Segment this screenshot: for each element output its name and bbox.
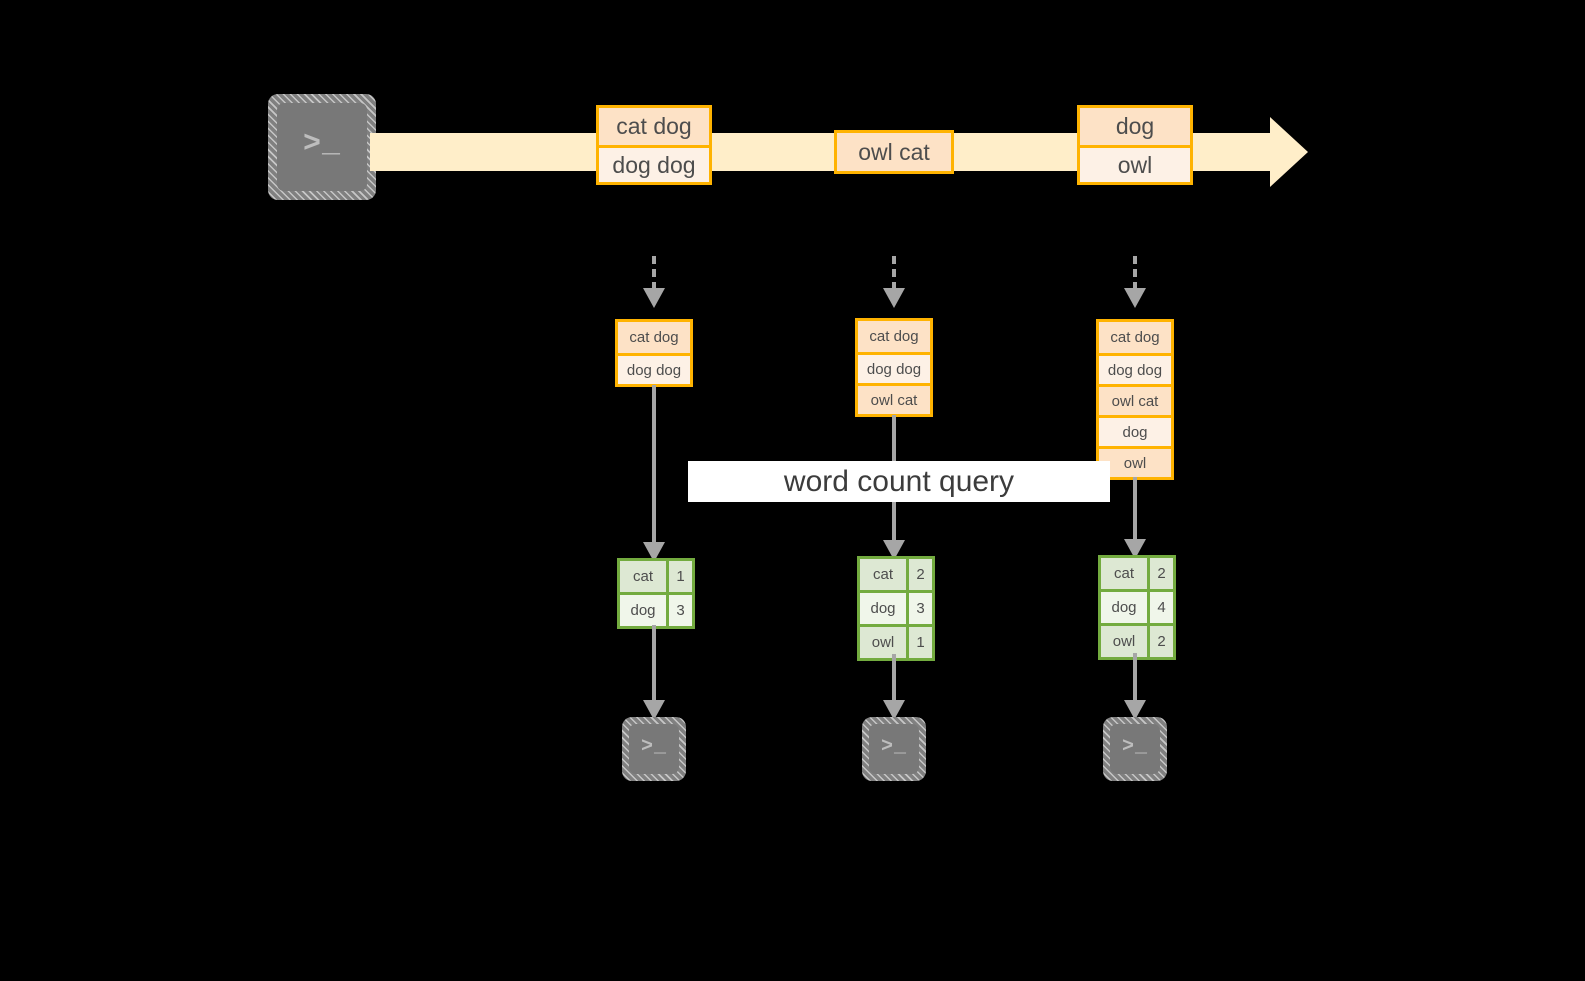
snapshot-2-dashed-connector xyxy=(892,256,896,290)
snapshot-1-input-row: dog dog xyxy=(618,353,690,384)
result-count: 2 xyxy=(1147,626,1173,657)
snapshot-2-sink-terminal-icon[interactable]: >_ xyxy=(862,717,926,781)
snapshot-3-input-row: cat dog xyxy=(1099,322,1171,353)
snapshot-1-dashed-connector xyxy=(652,256,656,290)
query-banner-label: word count query xyxy=(783,464,1015,498)
snapshot-2-input-row: dog dog xyxy=(858,352,930,383)
snapshot-2-result-table[interactable]: cat 2 dog 3 owl 1 xyxy=(857,556,935,661)
stream-batch-1[interactable]: cat dog dog dog xyxy=(596,105,712,185)
snapshot-3-dashed-connector xyxy=(1133,256,1137,290)
terminal-screen xyxy=(1110,724,1160,774)
source-terminal-icon[interactable]: >_ xyxy=(268,94,376,200)
stream-batch-2[interactable]: owl cat xyxy=(834,130,954,174)
result-word: cat xyxy=(860,559,906,590)
snapshot-3-input-row: dog dog xyxy=(1099,353,1171,384)
snapshot-3-result-table[interactable]: cat 2 dog 4 owl 2 xyxy=(1098,555,1176,660)
result-count: 4 xyxy=(1147,592,1173,623)
snapshot-2-input-row: owl cat xyxy=(858,383,930,414)
snapshot-1-query-arrowhead xyxy=(643,542,665,562)
result-count: 3 xyxy=(906,593,932,624)
snapshot-3-input-table[interactable]: cat dog dog dog owl cat dog owl xyxy=(1096,319,1174,480)
snapshot-2-query-arrowhead xyxy=(883,540,905,560)
terminal-screen xyxy=(869,724,919,774)
result-count: 2 xyxy=(906,559,932,590)
stream-batch-1-row: cat dog xyxy=(599,108,709,145)
snapshot-1-dashed-arrowhead xyxy=(643,288,665,308)
table-row: cat 2 xyxy=(860,559,932,590)
snapshot-2-sink-arrowhead xyxy=(883,700,905,720)
result-count: 3 xyxy=(666,595,692,626)
snapshot-1-sink-terminal-icon[interactable]: >_ xyxy=(622,717,686,781)
result-word: owl xyxy=(860,627,906,658)
snapshot-1-query-connector xyxy=(652,385,656,551)
result-word: dog xyxy=(860,593,906,624)
snapshot-1-input-table[interactable]: cat dog dog dog xyxy=(615,319,693,387)
snapshot-1-input-row: cat dog xyxy=(618,322,690,353)
result-count: 1 xyxy=(906,627,932,658)
terminal-screen xyxy=(277,103,367,191)
snapshot-3-query-connector xyxy=(1133,477,1137,549)
stream-batch-2-row: owl cat xyxy=(837,133,951,171)
stream-batch-1-row: dog dog xyxy=(599,145,709,182)
result-word: cat xyxy=(620,561,666,592)
stream-batch-3[interactable]: dog owl xyxy=(1077,105,1193,185)
snapshot-1-sink-arrowhead xyxy=(643,700,665,720)
terminal-screen xyxy=(629,724,679,774)
table-row: dog 4 xyxy=(1101,589,1173,623)
snapshot-3-sink-arrowhead xyxy=(1124,700,1146,720)
table-row: dog 3 xyxy=(620,592,692,626)
table-row: owl 1 xyxy=(860,624,932,658)
snapshot-2-sink-connector xyxy=(892,654,896,706)
snapshot-3-input-row: owl cat xyxy=(1099,384,1171,415)
table-row: dog 3 xyxy=(860,590,932,624)
stream-batch-3-row: dog xyxy=(1080,108,1190,145)
snapshot-2-dashed-arrowhead xyxy=(883,288,905,308)
snapshot-2-input-table[interactable]: cat dog dog dog owl cat xyxy=(855,318,933,417)
table-row: cat 2 xyxy=(1101,558,1173,589)
result-count: 2 xyxy=(1147,558,1173,589)
result-word: owl xyxy=(1101,626,1147,657)
snapshot-3-query-arrowhead xyxy=(1124,539,1146,559)
table-row: cat 1 xyxy=(620,561,692,592)
result-word: dog xyxy=(620,595,666,626)
snapshot-3-input-row: owl xyxy=(1099,446,1171,477)
snapshot-1-result-table[interactable]: cat 1 dog 3 xyxy=(617,558,695,629)
stream-batch-3-row: owl xyxy=(1080,145,1190,182)
result-count: 1 xyxy=(666,561,692,592)
result-word: cat xyxy=(1101,558,1147,589)
snapshot-3-input-row: dog xyxy=(1099,415,1171,446)
stream-arrow-icon xyxy=(1270,117,1308,187)
snapshot-3-sink-terminal-icon[interactable]: >_ xyxy=(1103,717,1167,781)
query-banner: word count query xyxy=(688,461,1110,502)
snapshot-3-dashed-arrowhead xyxy=(1124,288,1146,308)
snapshot-2-input-row: cat dog xyxy=(858,321,930,352)
table-row: owl 2 xyxy=(1101,623,1173,657)
result-word: dog xyxy=(1101,592,1147,623)
snapshot-1-sink-connector xyxy=(652,625,656,705)
snapshot-3-sink-connector xyxy=(1133,653,1137,706)
